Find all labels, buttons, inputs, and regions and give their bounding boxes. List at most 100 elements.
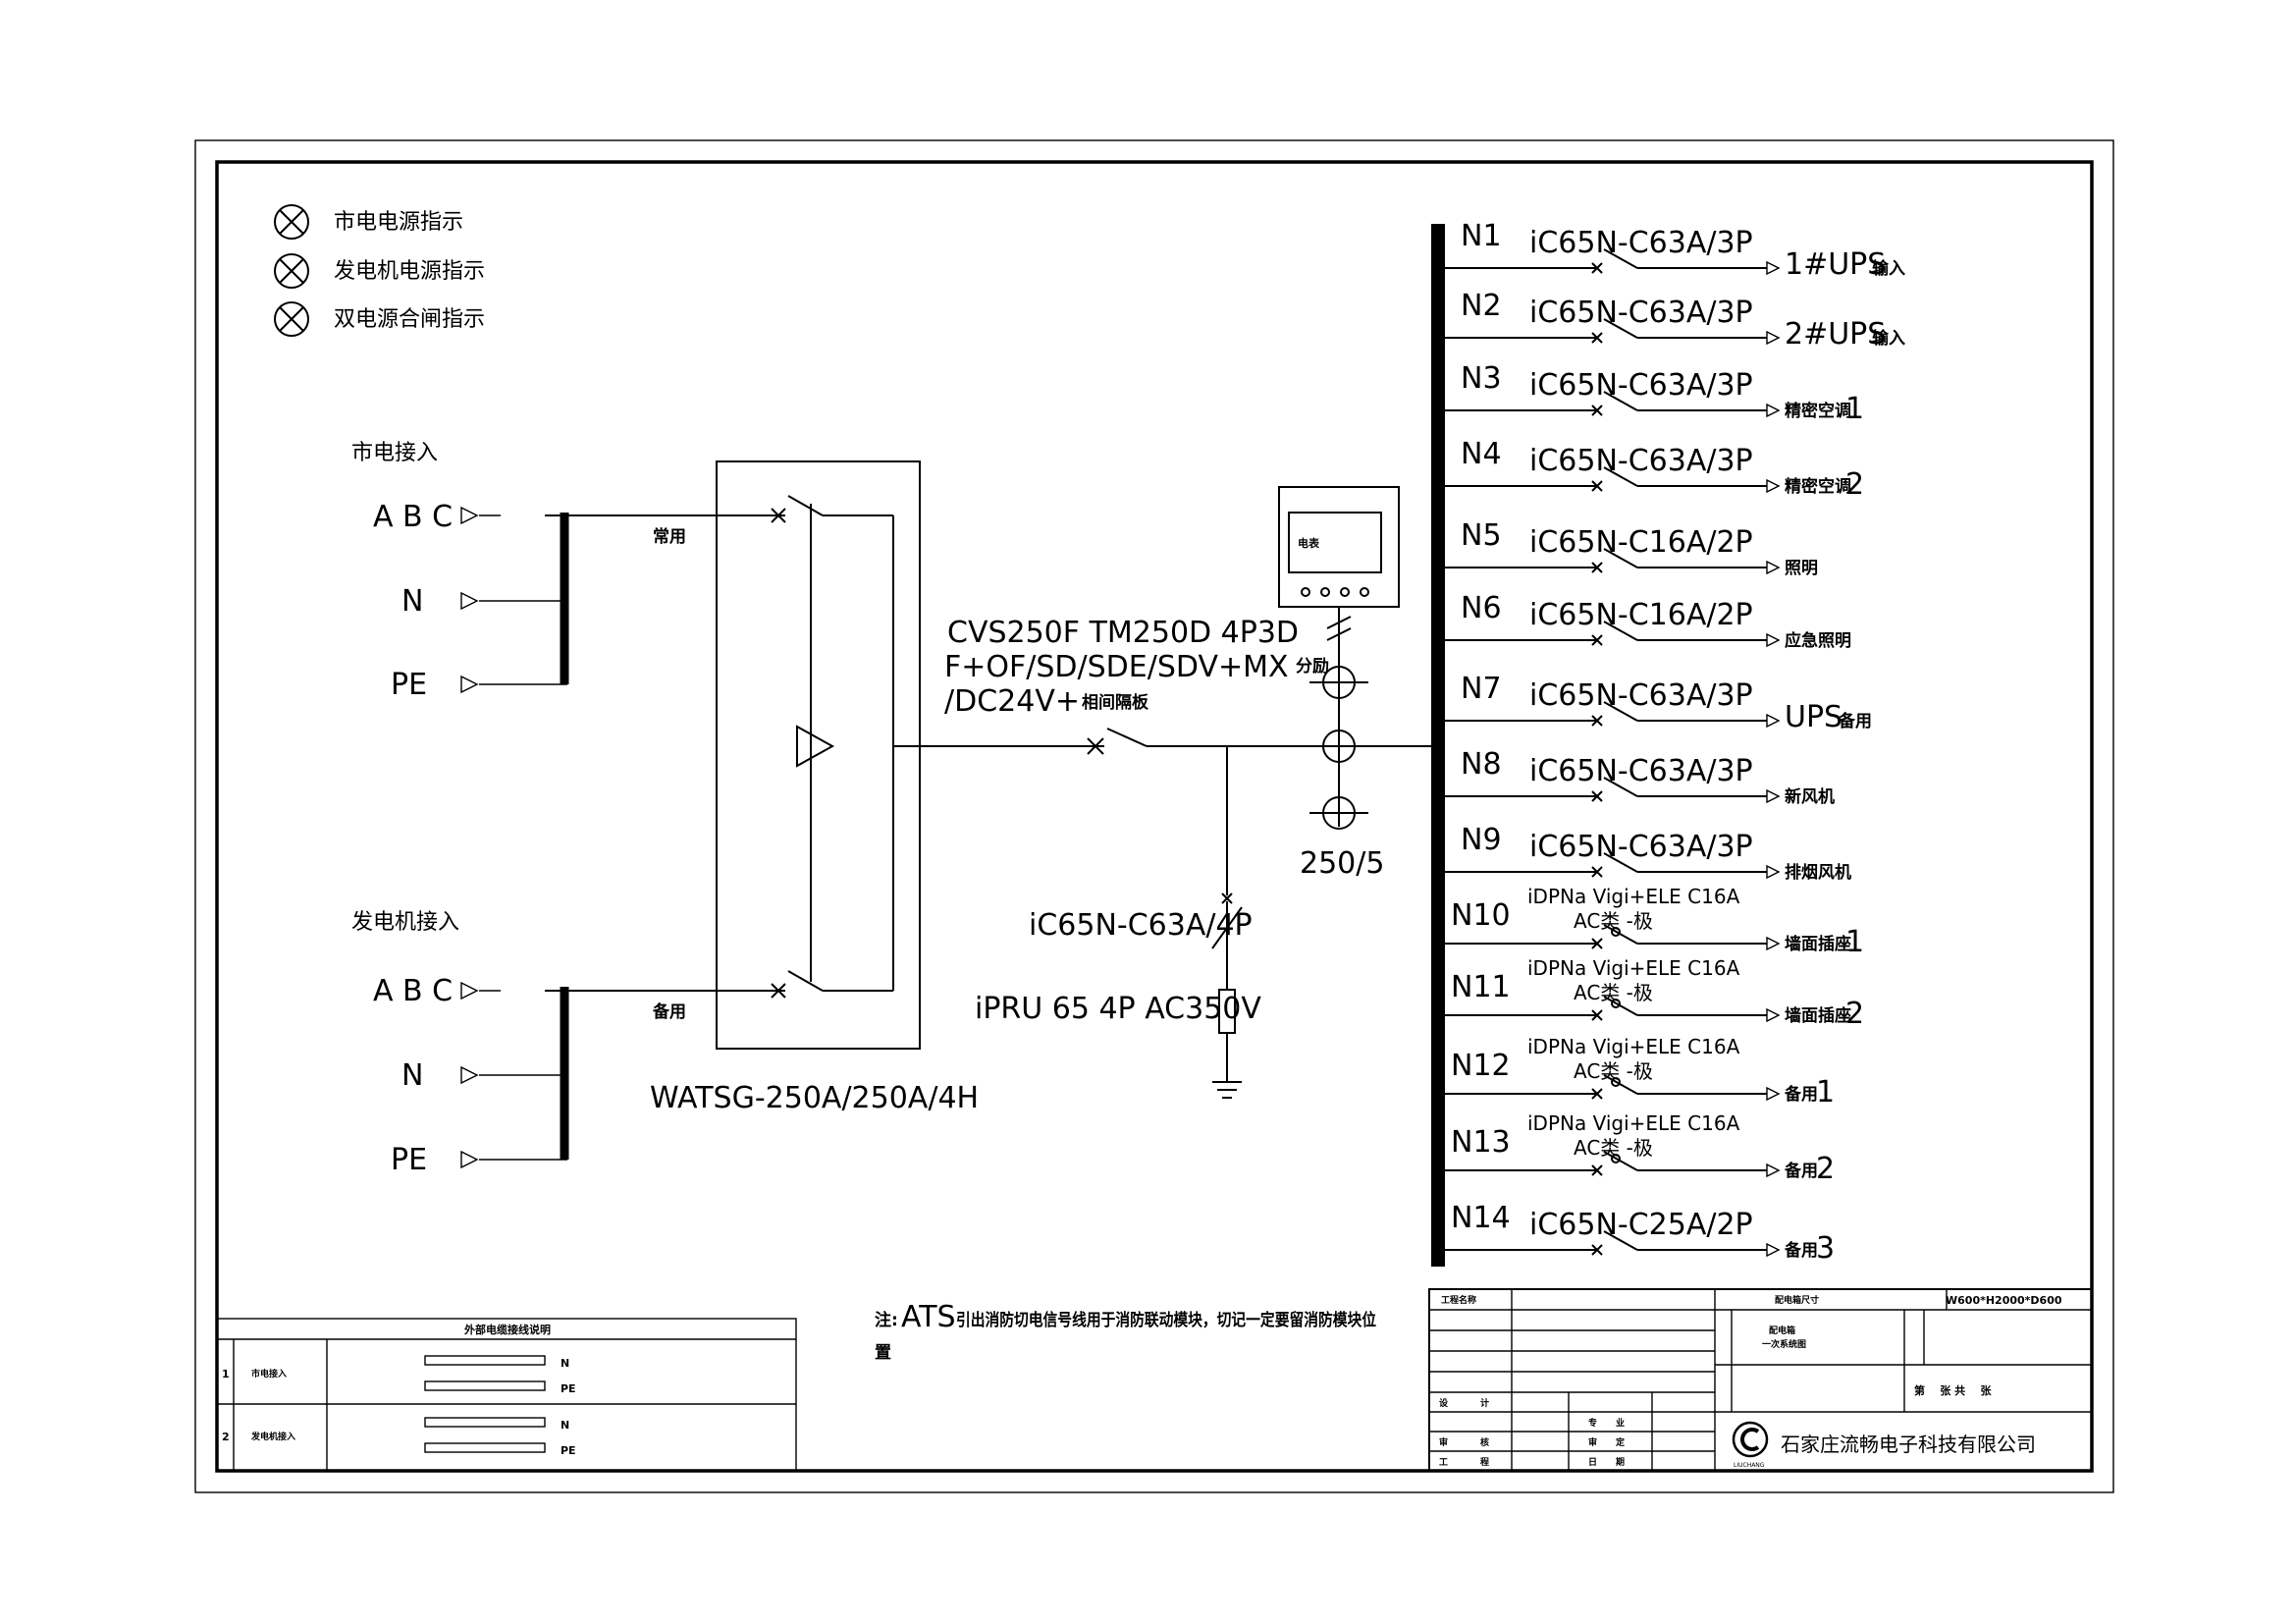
feeder-load-suffix: 备用 (1838, 711, 1872, 731)
outgoing-arrow-icon (1766, 864, 1781, 880)
ats-switch: WATSG-250A/250A/4H (650, 460, 1031, 1115)
breaker-x-icon (1591, 332, 1603, 344)
feeder-load-tail: 2 (1816, 1152, 1835, 1186)
main-breaker-line2: F+OF/SD/SDE/SDV+MX (944, 650, 1289, 684)
left-label: 设 (1439, 1397, 1449, 1409)
mid-label: 专 (1588, 1417, 1597, 1429)
outgoing-arrow-icon (1766, 560, 1781, 575)
feeder-breaker: iC65N-C25A/2P (1529, 1208, 1753, 1242)
mid-label: 日 (1588, 1457, 1597, 1468)
mains-input: 市电接入 A B C N PE 常用 (351, 441, 785, 702)
feeder-breaker: iDPNa Vigi+ELE C16A (1527, 956, 1740, 980)
breaker-contact (1603, 852, 1638, 873)
feeder-breaker: iC65N-C63A/3P (1529, 678, 1753, 713)
breaker-contact (1603, 248, 1638, 269)
cable-row-pe: PE (561, 1382, 576, 1395)
feeder-load-suffix: 输入 (1872, 328, 1905, 349)
feeder-breaker: iC65N-C16A/2P (1529, 598, 1753, 632)
breaker-x-icon (1591, 1164, 1603, 1176)
main-breaker-line3: /DC24V+ (944, 684, 1080, 719)
feeder-load-tail: 1 (1845, 925, 1864, 959)
feeder-load-suffix: 墙面插座 (1785, 1005, 1851, 1026)
feeder-load-suffix: 新风机 (1785, 786, 1835, 807)
feeder-load: 2#UPS (1785, 317, 1886, 352)
feeder-breaker: iDPNa Vigi+ELE C16A (1527, 885, 1740, 908)
legend-item-generator: 发电机电源指示 (274, 253, 485, 289)
left-label: 程 (1480, 1456, 1489, 1468)
feeder-id: N8 (1461, 747, 1502, 782)
generator-n-label: N (401, 1058, 423, 1093)
cable-row-name: 市电接入 (251, 1368, 287, 1380)
note-ats: ATS (901, 1300, 956, 1334)
main-breaker-line2-suffix: 分励 (1296, 657, 1329, 676)
feeder-load-tail: 2 (1845, 997, 1864, 1031)
breaker-contact (1603, 466, 1638, 487)
feeder-load-suffix: 备用 (1784, 1240, 1818, 1261)
outgoing-arrow-icon (1766, 1086, 1781, 1102)
feeder-id: N14 (1451, 1201, 1511, 1235)
feeder-id: N4 (1461, 437, 1502, 471)
rcd-icon (1611, 927, 1621, 937)
feeder-breaker-type: AC类 -极 (1574, 981, 1653, 1004)
cable-row-no: 2 (222, 1431, 230, 1443)
terminal-arrow-icon (460, 981, 479, 1001)
generator-input: 发电机接入 A B C N PE 备用 (351, 910, 785, 1177)
main-breaker-line3-suffix: 相间隔板 (1082, 692, 1149, 713)
feeder-load-suffix: 备用 (1784, 1161, 1818, 1181)
breaker-x-icon (1591, 1009, 1603, 1021)
feeder-load-suffix: 墙面插座 (1785, 934, 1851, 954)
legend-label: 发电机电源指示 (334, 259, 485, 284)
feeder-id: N7 (1461, 672, 1502, 706)
breaker-x-icon (1591, 562, 1603, 573)
drawing-name: 配电箱 (1769, 1325, 1795, 1336)
cable-row-name: 发电机接入 (250, 1431, 295, 1442)
outgoing-arrow-icon (1766, 1007, 1781, 1023)
outgoing-arrow-icon (1766, 403, 1781, 418)
feeder-id: N10 (1451, 898, 1511, 933)
breaker-contact (1603, 1151, 1638, 1171)
cable-row-n: N (561, 1419, 569, 1432)
feeder-breaker: iDPNa Vigi+ELE C16A (1527, 1035, 1740, 1058)
breaker-contact (1603, 1230, 1638, 1251)
outgoing-arrow-icon (1766, 713, 1781, 729)
terminal-arrow-icon (460, 1065, 479, 1085)
ats-note: 注: ATS 引出消防切电信号线用于消防联动模块，切记一定要留消防模块位 置 (875, 1300, 1376, 1363)
breaker-contact (1603, 924, 1638, 945)
outer-sheet-border (194, 139, 2114, 1493)
rcd-icon (1611, 999, 1621, 1008)
note-text-tail: 置 (875, 1343, 891, 1363)
spd-surge-label: iPRU 65 4P AC350V (975, 992, 1261, 1026)
breaker-contact (1603, 701, 1638, 722)
feeder-breaker-type: AC类 -极 (1574, 909, 1653, 933)
breaker-x-icon (1591, 866, 1603, 878)
cable-table: 外部电缆接线说明 1 市电接入 N PE 2 发电机接入 N PE (216, 1318, 797, 1472)
mid-label: 期 (1616, 1456, 1625, 1468)
outgoing-arrow-icon (1766, 632, 1781, 648)
feeder-id: N12 (1451, 1049, 1511, 1083)
outgoing-arrow-icon (1766, 1242, 1781, 1258)
mains-input-title: 市电接入 (351, 441, 438, 465)
mains-ats-label: 常用 (653, 526, 686, 547)
note-text: 引出消防切电信号线用于消防联动模块，切记一定要留消防模块位 (956, 1310, 1376, 1330)
surge-protection-branch: iC65N-C63A/4P iPRU 65 4P AC350V (975, 746, 1261, 1099)
terminal-arrow-icon (460, 506, 479, 525)
cable-table-title: 外部电缆接线说明 (463, 1323, 551, 1336)
company-logo-icon: LIUCHANG (1732, 1421, 1769, 1469)
feeder-load-suffix: 备用 (1784, 1084, 1818, 1105)
feeder-load-suffix: 输入 (1872, 258, 1905, 279)
inner-drawing-frame (215, 160, 2094, 1473)
note-prefix: 注: (875, 1310, 898, 1330)
meter-label: 电表 (1298, 536, 1320, 550)
breaker-x-icon (1591, 480, 1603, 492)
breaker-contact (1603, 391, 1638, 411)
generator-ats-label: 备用 (652, 1001, 686, 1022)
generator-input-title: 发电机接入 (351, 910, 459, 935)
breaker-x-icon (1591, 405, 1603, 416)
ats-model: WATSG-250A/250A/4H (650, 1081, 979, 1115)
legend-label: 市电电源指示 (334, 210, 463, 235)
feeder-load-tail: 2 (1845, 467, 1864, 502)
feeder-breaker-type: AC类 -极 (1574, 1136, 1653, 1160)
feeder-breaker: iC65N-C16A/2P (1529, 525, 1753, 560)
current-transformer-icon (1322, 730, 1356, 763)
